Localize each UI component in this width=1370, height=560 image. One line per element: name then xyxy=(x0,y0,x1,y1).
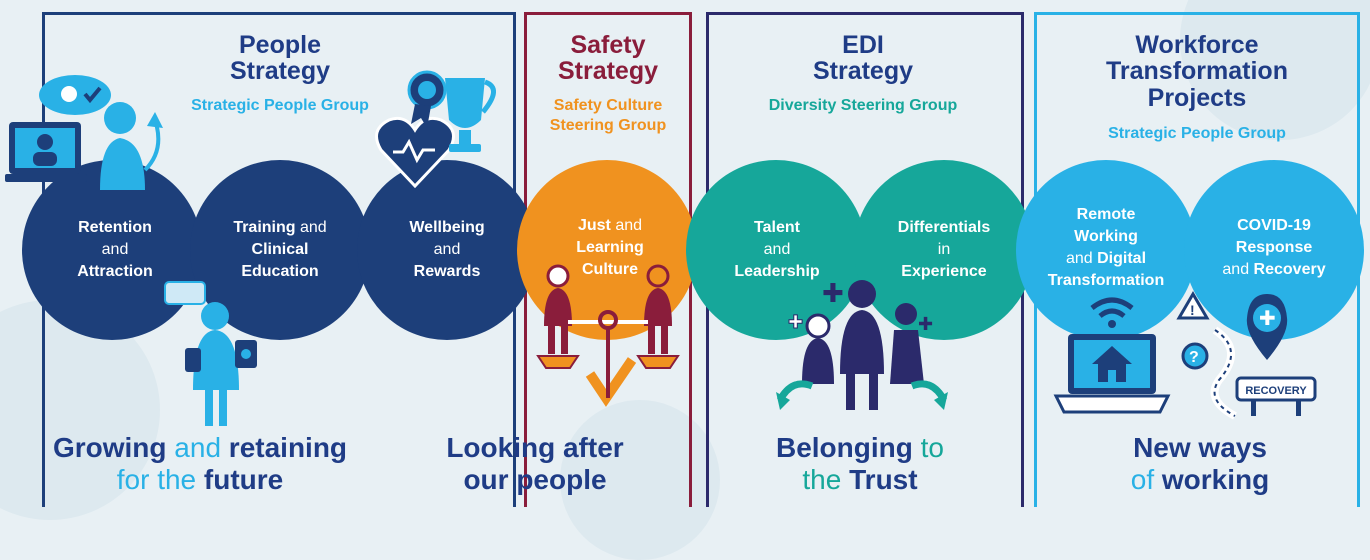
recovery-map-icon: ! ? ✚ RECOVERY xyxy=(1176,291,1317,420)
tagline-workforce: New ways of working xyxy=(1130,432,1270,495)
svg-text:✚: ✚ xyxy=(788,312,803,332)
staff-person-icon xyxy=(164,281,257,426)
workforce-subtitle: Strategic People Group xyxy=(1108,125,1286,142)
svg-text:✚: ✚ xyxy=(1259,308,1276,330)
diverse-group-icon: ✚ ✚ ✚ xyxy=(776,278,948,410)
circle-wellbeing xyxy=(357,160,537,340)
video-call-icon xyxy=(5,75,163,190)
svg-text:✚: ✚ xyxy=(822,278,844,308)
scales-of-justice-icon xyxy=(536,264,680,407)
circle-differentials xyxy=(854,160,1034,340)
wellbeing-rewards-icon xyxy=(375,70,496,188)
edi-strategy-subtitle: Diversity Steering Group xyxy=(768,97,958,114)
svg-text:?: ? xyxy=(1189,349,1199,366)
recovery-sign-label: RECOVERY xyxy=(1245,385,1307,397)
circle-talent xyxy=(686,160,866,340)
people-strategy-subtitle: Strategic People Group xyxy=(191,97,369,114)
tagline-people: Growing and retaining for the future xyxy=(52,432,348,495)
svg-text:!: ! xyxy=(1190,302,1195,318)
remote-working-laptop-icon xyxy=(1053,297,1171,414)
svg-text:✚: ✚ xyxy=(918,314,933,334)
tagline-edi: Belonging to the Trust xyxy=(775,432,944,495)
